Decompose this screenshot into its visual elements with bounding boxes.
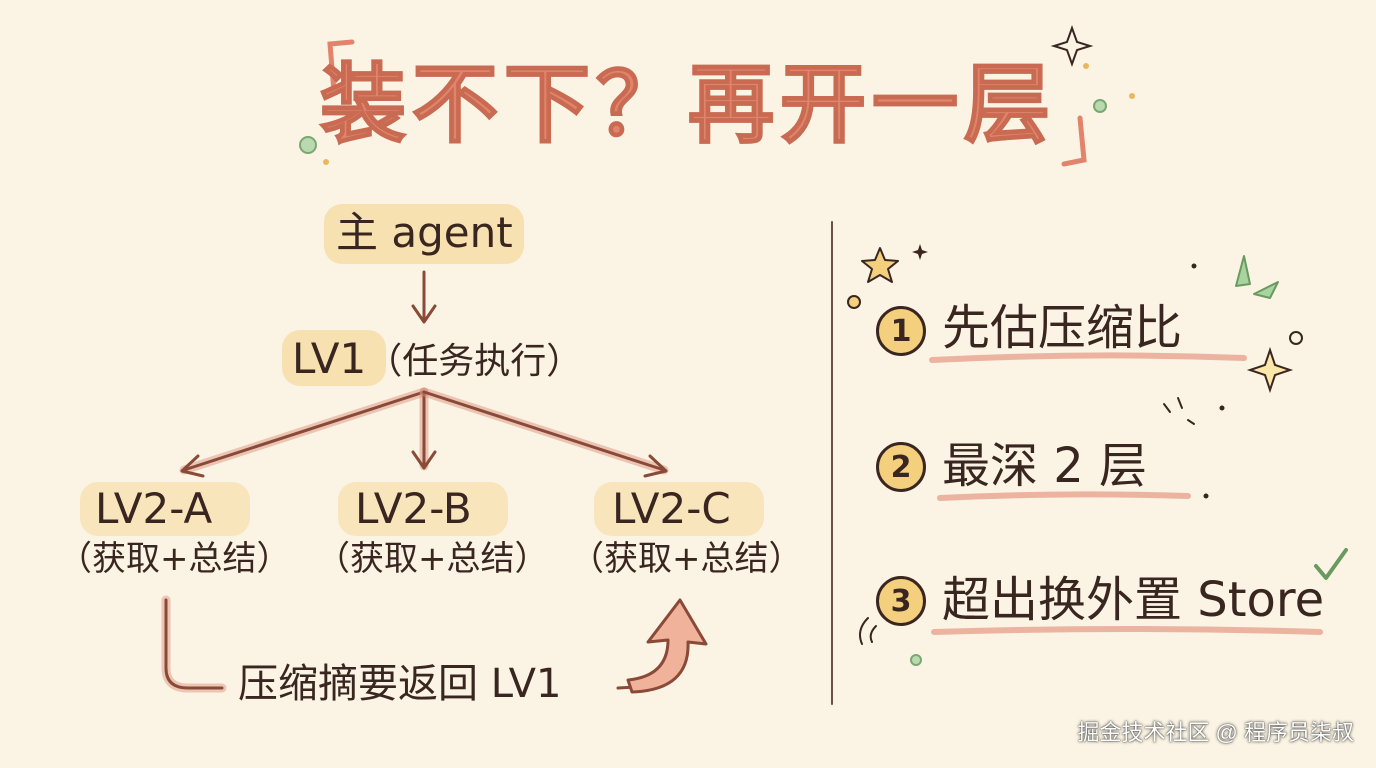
node-main-agent: 主 agent	[336, 208, 513, 257]
motion-lines	[1163, 397, 1195, 425]
arrow-lv1-to-lv2a	[182, 390, 426, 472]
dot-icon	[323, 159, 329, 165]
dot-icon	[1129, 93, 1135, 99]
dot-icon	[847, 295, 861, 309]
dot-icon	[1191, 263, 1197, 269]
arrowhead	[643, 454, 668, 478]
title-bracket-left	[327, 39, 355, 95]
highlight-lv2b	[338, 482, 508, 536]
rule-underline-2	[937, 491, 1191, 501]
arrowhead	[411, 304, 437, 324]
dot-icon	[1093, 99, 1107, 113]
rule-item-1: 先估压缩比	[942, 300, 1183, 356]
watermark: 掘金技术社区 @ 程序员柒叔	[1077, 720, 1354, 745]
return-arrow-icon	[626, 598, 708, 694]
highlight-lv2c	[594, 482, 764, 536]
rule-underline-3	[931, 626, 1323, 635]
node-lv1-note: （任务执行）	[366, 341, 583, 382]
return-path	[161, 595, 227, 693]
sparkle-icon	[912, 244, 928, 260]
return-path	[164, 598, 224, 690]
arrowhead	[180, 454, 205, 478]
node-lv1: LV1（任务执行）	[292, 338, 582, 380]
title-bracket-right	[1061, 115, 1087, 167]
sparkle-icon	[1246, 346, 1294, 394]
node-lv2-c: LV2-C	[612, 484, 731, 533]
node-lv2-b: LV2-B	[355, 484, 472, 533]
arrowhead	[411, 450, 437, 470]
dot-icon	[1083, 63, 1089, 69]
node-lv2-a-note: （获取+总结）	[58, 539, 291, 579]
highlight-lv1	[282, 330, 386, 386]
highlight-lv2a	[80, 482, 250, 536]
motion-lines	[859, 617, 877, 645]
rule-item-2: 最深 2 层	[942, 438, 1148, 494]
star-icon	[861, 247, 899, 283]
rule-underline-1	[929, 352, 1247, 363]
dot-icon	[910, 654, 922, 666]
sparkle-icon	[1050, 25, 1094, 67]
check-icon	[1314, 548, 1348, 580]
node-lv2-a: LV2-A	[95, 484, 213, 533]
dot-icon	[299, 136, 317, 154]
rule-item-3: 超出换外置 Store	[942, 572, 1325, 628]
rule-number-badge: 1	[876, 306, 926, 356]
leaf-icon	[1235, 255, 1251, 287]
leaf-icon	[1253, 281, 1279, 299]
node-lv2-c-note: （获取+总结）	[570, 539, 803, 579]
dot-icon	[1289, 331, 1303, 345]
arrow-lv1-to-lv2c	[422, 390, 666, 472]
return-label: 压缩摘要返回 LV1	[238, 661, 562, 707]
dot-icon	[1203, 493, 1209, 499]
node-lv2-b-note: （获取+总结）	[316, 539, 549, 579]
rule-number-badge: 3	[876, 576, 926, 626]
highlight-root	[324, 204, 524, 264]
rule-number-badge: 2	[876, 442, 926, 492]
page-title: 装不下？再开一层	[319, 55, 1056, 155]
node-lv1-label: LV1	[292, 334, 367, 383]
dot-icon	[1219, 405, 1225, 411]
